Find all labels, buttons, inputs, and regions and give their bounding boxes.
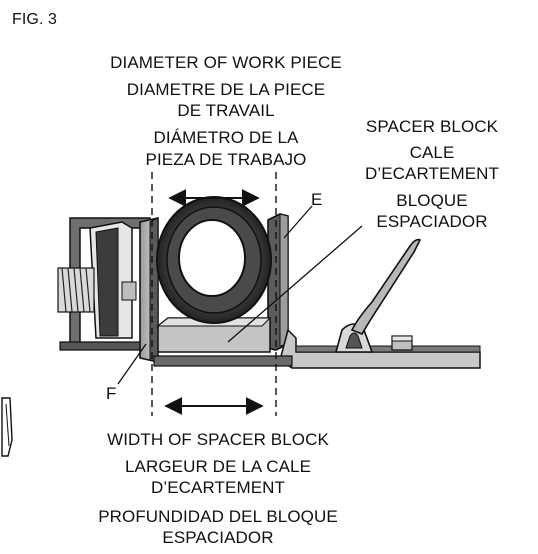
width-label-fr-2: D’ECARTEMENT	[150, 478, 286, 497]
diameter-label-fr-2: DE TRAVAIL	[177, 101, 275, 120]
diameter-label-fr-1: DIAMETRE DE LA PIECE	[126, 80, 326, 99]
diameter-label-en: DIAMETER OF WORK PIECE	[110, 53, 342, 72]
part-label-f: F	[106, 384, 117, 403]
leader-line-spacer	[227, 225, 363, 343]
jaw-e	[267, 213, 289, 351]
diameter-label-es-2: PIEZA DE TRABAJO	[145, 150, 307, 169]
spacer-label-es-2: ESPACIADOR	[376, 212, 488, 231]
left-vise-body	[59, 217, 151, 351]
spacer-block	[156, 317, 272, 353]
leader-line-f	[117, 343, 147, 385]
work-piece-pipe	[156, 196, 272, 324]
width-label-en: WIDTH OF SPACER BLOCK	[107, 430, 329, 449]
width-label-fr-1: LARGEUR DE LA CALE	[124, 457, 312, 476]
partial-object	[1, 397, 13, 457]
part-label-e: E	[311, 190, 323, 209]
diameter-label-es-1: DIÁMETRO DE LA	[153, 128, 299, 147]
spacer-label-fr-1: CALE	[409, 143, 455, 162]
width-label-es-2: ESPACIADOR	[162, 528, 274, 547]
lever-handle	[350, 238, 422, 336]
width-label-es-1: PROFUNDIDAD DEL BLOQUE	[98, 507, 338, 526]
threaded-screw	[57, 267, 137, 313]
spacer-label-es-1: BLOQUE	[396, 191, 468, 210]
jaw-f	[139, 217, 159, 363]
spacer-label-fr-2: D’ECARTEMENT	[364, 164, 500, 183]
dashed-reference-lines	[151, 172, 277, 416]
leader-line-e	[283, 205, 313, 239]
base-plate	[153, 323, 481, 369]
spacer-label-en: SPACER BLOCK	[365, 117, 499, 136]
figure-label: FIG. 3	[12, 11, 58, 28]
